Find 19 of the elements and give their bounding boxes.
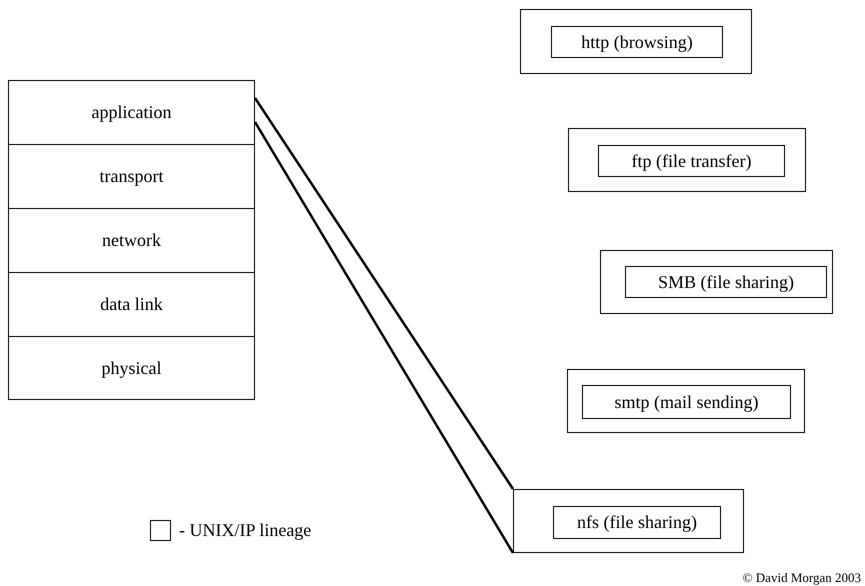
connector-line xyxy=(254,97,514,490)
protocol-box: http (browsing) xyxy=(551,26,723,58)
copyright-note: © David Morgan 2003 xyxy=(742,569,861,586)
outer-box xyxy=(520,9,752,74)
protocol-box: ftp (file transfer) xyxy=(598,145,785,177)
protocol-box: nfs (file sharing) xyxy=(553,506,721,539)
outer-box xyxy=(568,128,806,192)
outer-box xyxy=(600,250,833,314)
connector-line xyxy=(254,121,514,554)
protocol-box: SMB (file sharing) xyxy=(625,266,827,298)
protocol-box: smtp (mail sending) xyxy=(582,385,791,419)
legend-label: - UNIX/IP lineage xyxy=(179,519,312,542)
layer-box: application xyxy=(8,80,255,145)
layer-box: data link xyxy=(8,272,255,337)
outer-box xyxy=(567,369,805,433)
layer-box: physical xyxy=(8,336,255,400)
layer-box: transport xyxy=(8,144,255,209)
outer-box xyxy=(513,489,744,553)
layer-box: network xyxy=(8,208,255,273)
